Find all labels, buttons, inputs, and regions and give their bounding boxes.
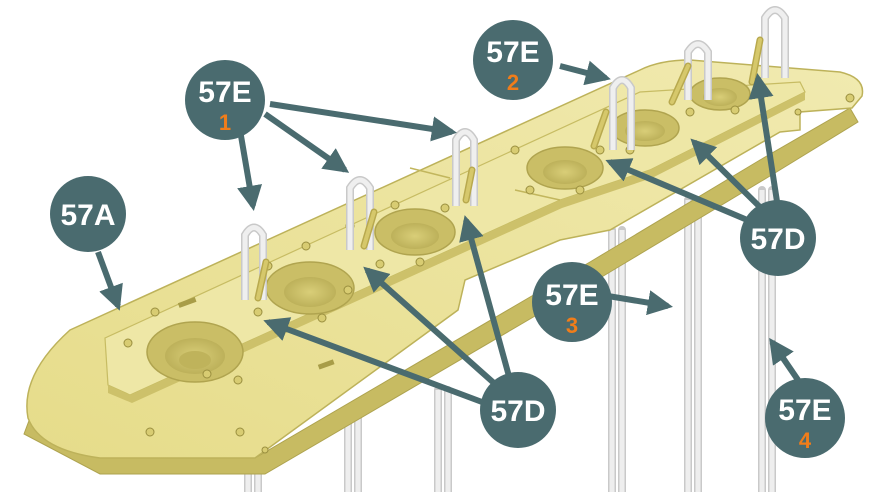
callout-57d-bottom: 57D [480, 372, 556, 448]
pointer-arrows [95, 60, 801, 405]
callout-57e-3-label: 57E [545, 279, 598, 312]
plate-side [23, 107, 859, 475]
tube-1 [241, 223, 270, 302]
callout-57a-label: 57A [60, 199, 115, 232]
callout-57d-bottom-label: 57D [490, 395, 545, 428]
arrow-57d-right-a [605, 158, 754, 225]
arrow-57e1-b [263, 111, 350, 173]
callout-57d-right-label: 57D [750, 223, 805, 256]
callout-57a: 57A [50, 176, 126, 252]
arrow-57e3 [607, 290, 673, 316]
arrow-57e1-a [269, 101, 457, 142]
callout-57e-1-label: 57E [198, 76, 251, 109]
callout-57e-3: 57E 3 [532, 262, 612, 342]
callout-57e-4-number: 4 [799, 428, 812, 453]
arrow-57d-right-b [690, 138, 768, 215]
arrow-57d-right-c [748, 73, 781, 209]
arrow-57d-bottom-a [263, 317, 484, 405]
arrow-57d-bottom-b [363, 266, 497, 387]
arrow-57a [95, 250, 123, 311]
callout-57e-2: 57E 2 [473, 20, 553, 100]
plate-slots [177, 297, 335, 370]
arrow-57e4 [769, 337, 801, 382]
callout-57d-right: 57D [740, 200, 816, 276]
callout-57e-2-label: 57E [486, 36, 539, 69]
callout-57e-4-label: 57E [778, 394, 831, 427]
arrow-57e1-c [237, 129, 263, 211]
callout-57e-1: 57E 1 [185, 60, 265, 140]
callout-57e-1-number: 1 [219, 110, 231, 135]
callout-57e-3-number: 3 [566, 313, 578, 338]
arrow-57d-bottom-c [459, 215, 513, 381]
tube-4 [590, 76, 635, 150]
callout-57e-2-number: 2 [507, 70, 519, 95]
tube-2 [346, 176, 378, 250]
callout-57e-4: 57E 4 [765, 378, 845, 458]
arrow-57e2 [559, 60, 611, 86]
tube-5 [668, 40, 712, 106]
